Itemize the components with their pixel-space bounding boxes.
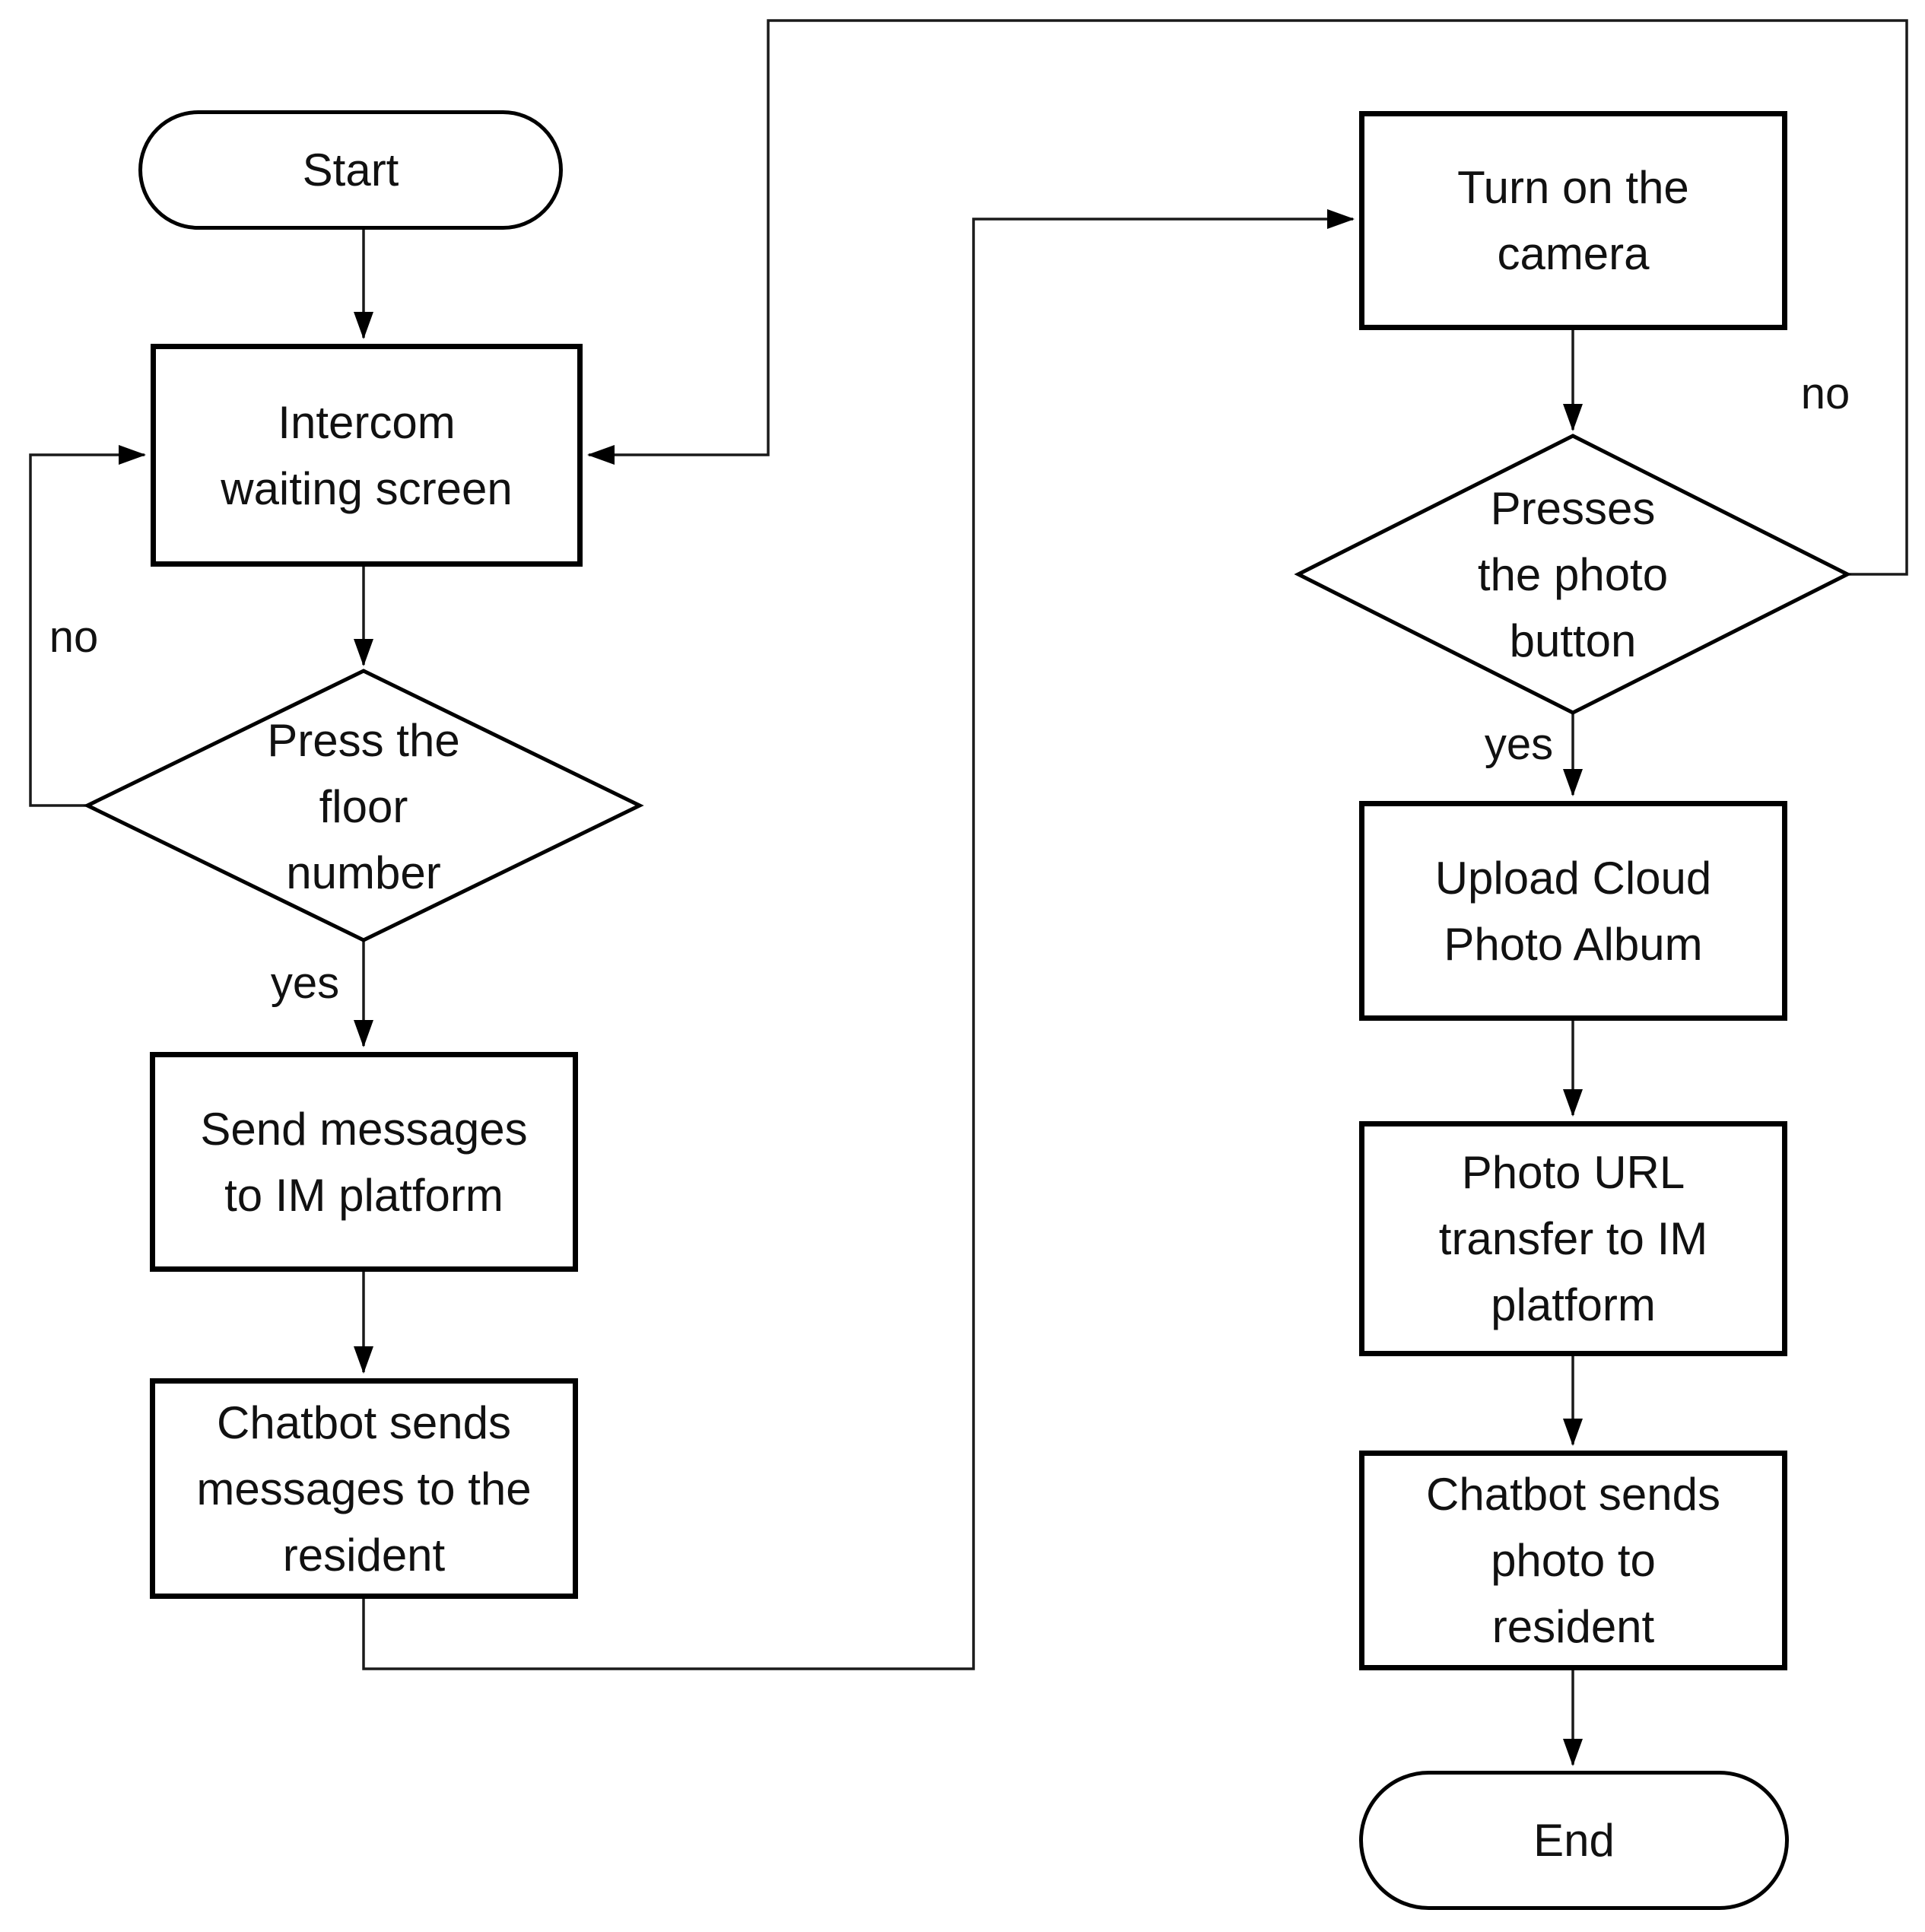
send-messages-im-label: Send messages to IM platform [200, 1103, 528, 1221]
terminator-end: End [1359, 1771, 1789, 1910]
process-intercom-waiting-screen: Intercom waiting screen [151, 344, 583, 567]
turn-on-camera-label: Turn on the camera [1457, 162, 1689, 279]
edge-label-floor-no: no [49, 612, 99, 662]
press-floor-number-label: Press the floor number [267, 714, 460, 898]
chatbot-sends-photo-label: Chatbot sends photo to resident [1426, 1469, 1720, 1652]
terminator-start: Start [138, 110, 563, 230]
intercom-waiting-screen-label: Intercom waiting screen [221, 396, 513, 514]
decision-press-floor-number-shape [83, 669, 644, 942]
process-photo-url-transfer: Photo URL transfer to IM platform [1359, 1121, 1787, 1356]
photo-url-transfer-label: Photo URL transfer to IM platform [1438, 1147, 1708, 1330]
process-upload-cloud-album: Upload Cloud Photo Album [1359, 801, 1787, 1021]
upload-cloud-album-label: Upload Cloud Photo Album [1434, 852, 1712, 970]
decision-presses-photo-button-shape [1294, 434, 1852, 715]
decision-presses-photo-button: Presses the photo button [1406, 460, 1740, 688]
edge-presses-photo-no-loop [587, 19, 1908, 576]
edge-label-photo-no: no [1800, 369, 1850, 418]
chatbot-sends-messages-label: Chatbot sends messages to the resident [196, 1397, 532, 1581]
decision-press-floor-number: Press the floor number [196, 692, 531, 920]
edge-chatbot-to-camera [362, 209, 1355, 1670]
process-send-messages-im: Send messages to IM platform [150, 1052, 578, 1272]
presses-photo-button-label: Presses the photo button [1477, 482, 1669, 666]
edge-press-floor-no-loop [29, 445, 146, 807]
start-label: Start [302, 145, 399, 195]
end-label: End [1533, 1815, 1615, 1866]
process-turn-on-camera: Turn on the camera [1359, 111, 1787, 330]
process-chatbot-sends-messages: Chatbot sends messages to the resident [150, 1378, 578, 1599]
edge-label-photo-yes: yes [1484, 720, 1554, 769]
edge-label-floor-yes: yes [270, 958, 340, 1008]
process-chatbot-sends-photo: Chatbot sends photo to resident [1359, 1451, 1787, 1670]
